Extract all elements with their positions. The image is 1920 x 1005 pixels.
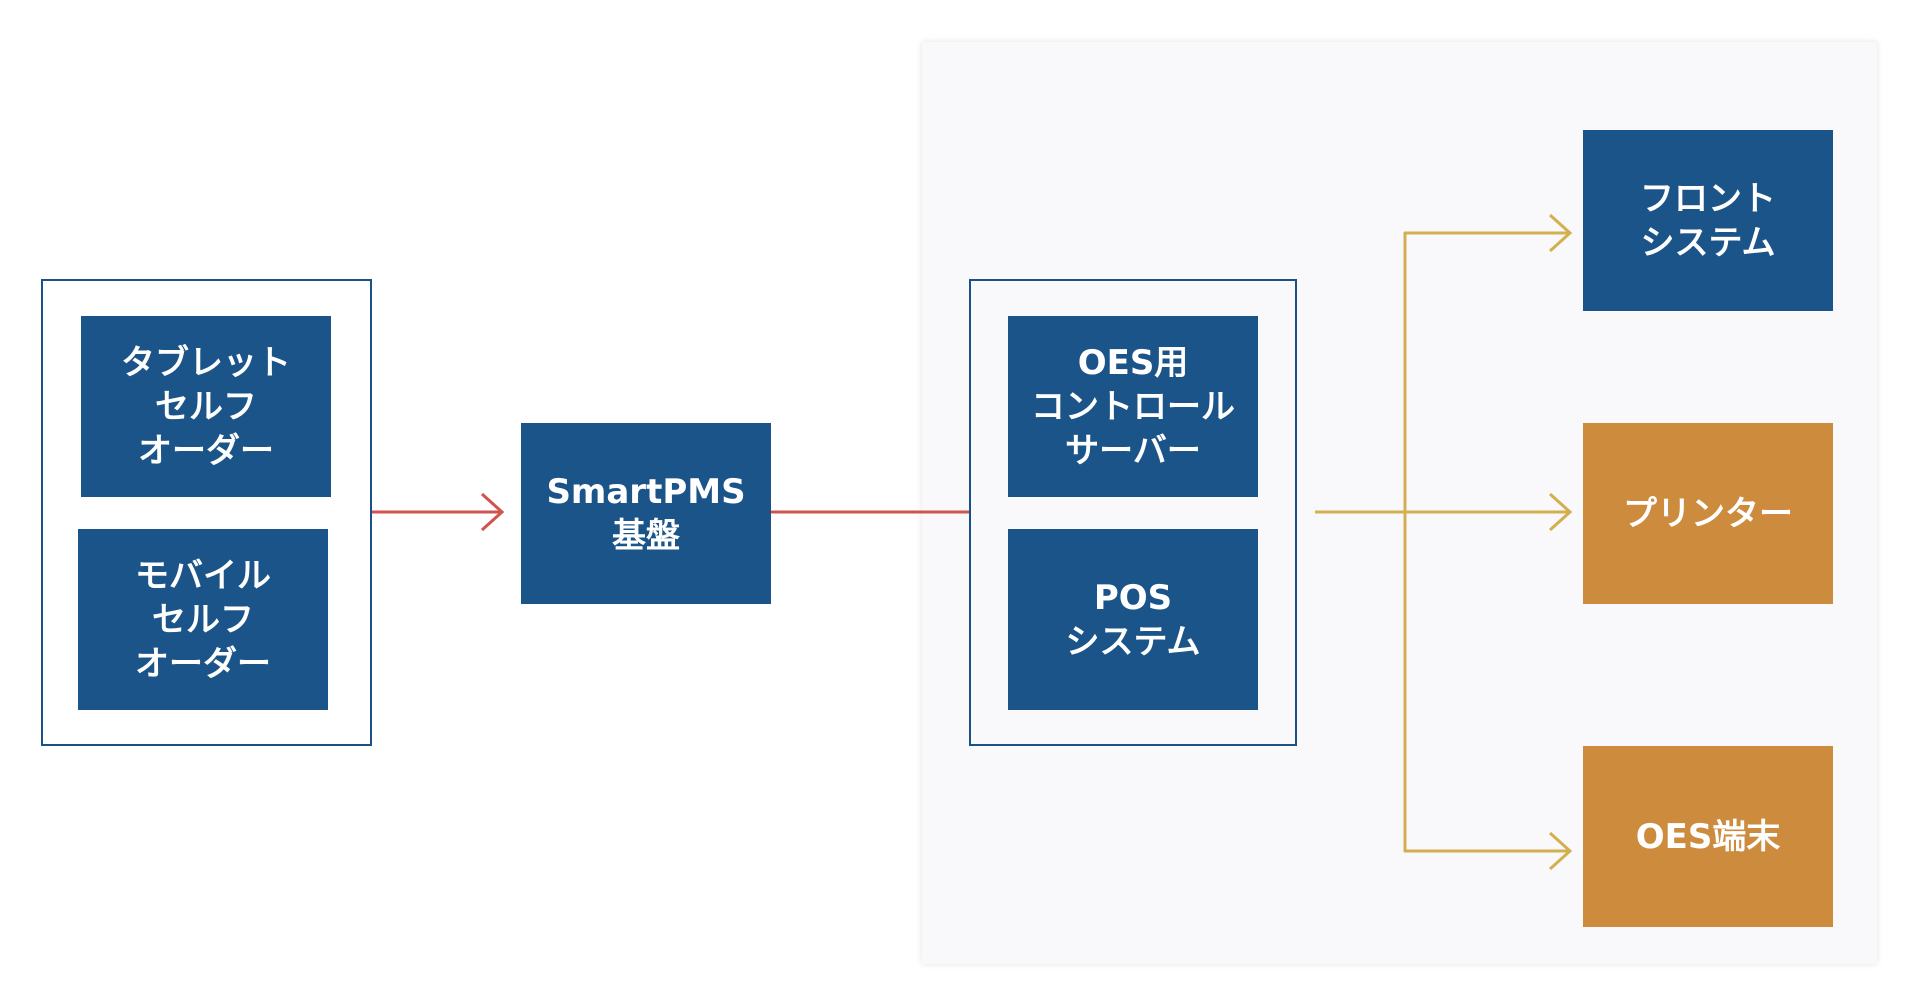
smartpms-node: SmartPMS 基盤 [521, 423, 771, 604]
arrowhead-oes-terminal [1548, 831, 1573, 871]
pos-system-node: POS システム [1008, 529, 1258, 710]
oes-control-server-node: OES用 コントロール サーバー [1008, 316, 1258, 497]
front-system-node: フロント システム [1583, 130, 1833, 311]
tablet-self-order-node: タブレット セルフ オーダー [81, 316, 331, 497]
arrowhead-printer [1548, 492, 1573, 532]
arrowhead-smartpms [480, 492, 505, 532]
mobile-self-order-node: モバイル セルフ オーダー [78, 529, 328, 710]
server-group [969, 279, 1297, 746]
oes-terminal-node: OES端末 [1583, 746, 1833, 927]
printer-node: プリンター [1583, 423, 1833, 604]
self-order-group [41, 279, 372, 746]
arrowhead-front [1548, 213, 1573, 253]
